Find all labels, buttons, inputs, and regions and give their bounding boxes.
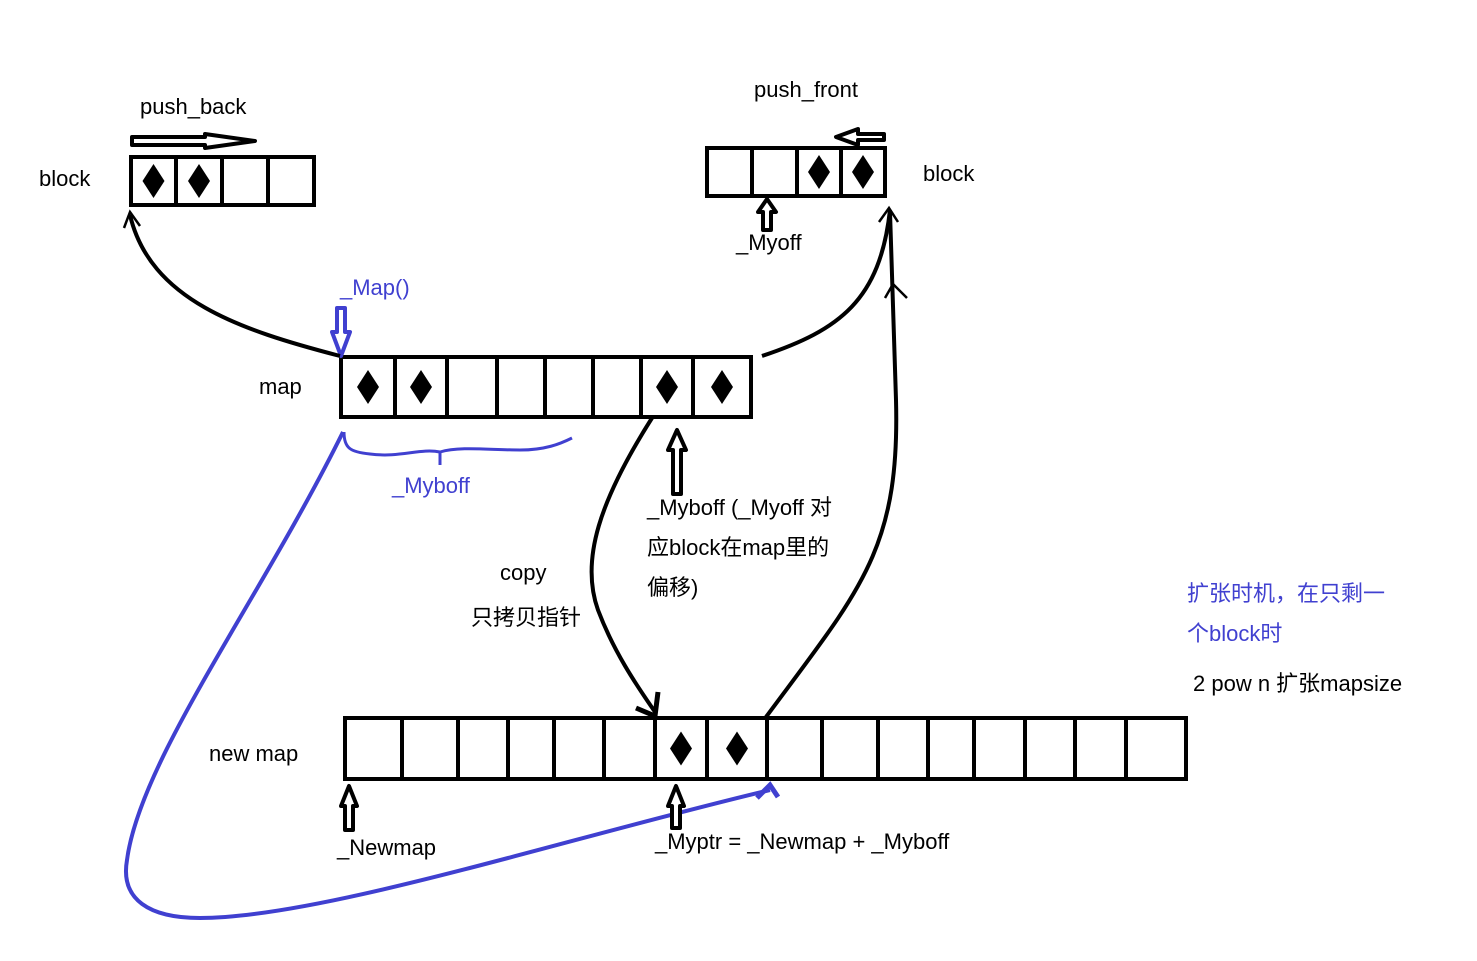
new-map-array <box>343 716 1188 781</box>
myoff-up-arrow-icon <box>756 197 778 232</box>
myboff-note-line: 偏移) <box>647 575 699 600</box>
myptr-up-arrow-icon <box>666 784 686 830</box>
block-push-front-array <box>705 146 887 198</box>
array-cell <box>400 716 460 781</box>
push-back-label: push_back <box>140 94 247 119</box>
array-cell <box>1073 716 1128 781</box>
copy-arrowhead-icon <box>635 691 661 720</box>
block-push-back-array <box>129 155 316 207</box>
pointer-diamond-icon <box>188 164 210 198</box>
copy-curve <box>589 416 657 714</box>
offset-arrowhead-icon <box>755 781 781 800</box>
array-cell <box>765 716 824 781</box>
pointer-diamond-icon <box>656 370 678 404</box>
push-front-direction-arrow-icon <box>834 127 886 147</box>
block-left-arrowhead-icon <box>122 209 142 229</box>
array-cell <box>552 716 606 781</box>
array-cell <box>456 716 510 781</box>
map-to-block-left-curve <box>128 214 341 358</box>
myboff-note-line: 应block在map里的 <box>647 535 830 560</box>
pointer-diamond-icon <box>357 370 379 404</box>
newmap-up-arrow-icon <box>339 784 359 832</box>
new-map-label: new map <box>209 741 299 766</box>
push-front-label: push_front <box>754 77 858 102</box>
myoff-label: _Myoff <box>736 230 802 255</box>
array-cell <box>1124 716 1188 781</box>
array-cell <box>750 146 799 198</box>
array-cell <box>1023 716 1077 781</box>
block-right-mid-arrowhead-icon <box>883 281 908 299</box>
array-cell <box>972 716 1027 781</box>
array-cell <box>343 716 404 781</box>
array-cell <box>445 355 499 419</box>
map-label: map <box>259 374 302 399</box>
array-cell <box>705 146 754 198</box>
map-array <box>339 355 753 419</box>
pointer-diamond-icon <box>808 155 830 189</box>
pointer-diamond-icon <box>670 731 692 766</box>
pointer-diamond-icon <box>142 164 165 198</box>
map-to-block-right-curve <box>761 209 892 358</box>
map-func-label: _Map() <box>340 275 410 300</box>
myboff-brace-label: _Myboff <box>392 473 470 498</box>
expand-timing-line: 扩张时机，在只剩一 <box>1187 581 1386 606</box>
myboff-up-arrow-icon <box>666 428 688 496</box>
array-cell <box>602 716 657 781</box>
array-cell <box>543 355 595 419</box>
pointer-diamond-icon <box>410 370 432 404</box>
map-to-new-map-offset-curve <box>124 431 771 921</box>
array-cell <box>506 716 556 781</box>
pointer-diamond-icon <box>711 370 733 404</box>
myptr-formula-label: _Myptr = _Newmap + _Myboff <box>655 829 950 854</box>
block-right-arrowhead-icon <box>877 205 900 223</box>
copy-note: 只拷贝指针 <box>471 605 582 630</box>
block-left-label: block <box>39 166 91 191</box>
expand-timing-note: 扩张时机，在只剩一 个block时 <box>1187 574 1447 654</box>
expand-timing-line: 个block时 <box>1187 621 1283 646</box>
array-cell <box>266 155 316 207</box>
new-map-to-block-right-curve <box>764 211 899 719</box>
array-cell <box>495 355 547 419</box>
expand-size-note: 2 pow n 扩张mapsize <box>1193 671 1403 696</box>
array-cell <box>820 716 880 781</box>
array-cell <box>591 355 643 419</box>
pointer-diamond-icon <box>852 155 874 189</box>
array-cell <box>876 716 930 781</box>
myboff-brace <box>342 431 573 465</box>
myboff-note-line: _Myboff (_Myoff 对 <box>647 495 833 520</box>
pointer-diamond-icon <box>726 731 748 766</box>
array-cell <box>926 716 976 781</box>
map-func-down-arrow-icon <box>330 306 352 358</box>
push-back-direction-arrow-icon <box>130 132 257 150</box>
array-cell <box>220 155 270 207</box>
block-right-label: block <box>923 161 975 186</box>
myboff-note: _Myboff (_Myoff 对 应block在map里的 偏移) <box>647 488 877 608</box>
copy-label: copy <box>500 560 547 585</box>
newmap-pointer-label: _Newmap <box>337 835 437 860</box>
